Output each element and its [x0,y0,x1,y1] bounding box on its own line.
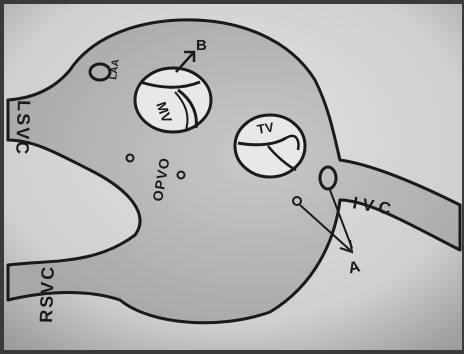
label-b: B [196,37,207,54]
mitral-valve [135,68,211,132]
label-tv: TV [256,119,275,137]
label-lsvc: LSVC [12,100,34,157]
label-rsvc: RSVC [36,264,58,323]
